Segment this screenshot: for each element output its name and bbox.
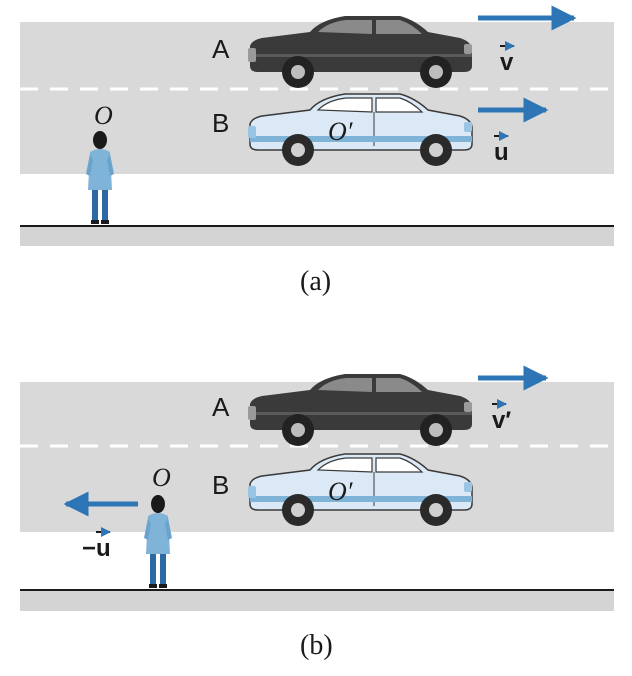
caption-b: (b) bbox=[300, 630, 333, 661]
car-b-label: B bbox=[212, 470, 229, 500]
moving-frame-label: O′ bbox=[328, 477, 353, 506]
observer-label: O bbox=[94, 101, 113, 130]
svg-text:u: u bbox=[494, 139, 509, 166]
sidewalk bbox=[20, 227, 614, 246]
panel-a: A B O O′ v u (a) bbox=[20, 5, 614, 297]
moving-frame-label: O′ bbox=[328, 117, 353, 146]
observer-label: O bbox=[152, 463, 171, 492]
car-a-label: A bbox=[212, 392, 230, 422]
caption-a: (a) bbox=[300, 266, 331, 297]
sidewalk bbox=[20, 591, 614, 611]
car-b-label: B bbox=[212, 108, 229, 138]
vector-minus-u-label: −u bbox=[82, 527, 111, 562]
svg-text:v: v bbox=[500, 49, 514, 76]
vector-u-label: u bbox=[494, 131, 509, 166]
vector-v-prime-label: v′ bbox=[492, 399, 511, 434]
svg-text:−u: −u bbox=[82, 535, 111, 562]
panel-b: A B O O′ v′ −u (b) bbox=[20, 365, 614, 661]
car-a-label: A bbox=[212, 34, 230, 64]
vector-v-label: v bbox=[500, 41, 515, 76]
svg-text:v′: v′ bbox=[492, 407, 511, 434]
